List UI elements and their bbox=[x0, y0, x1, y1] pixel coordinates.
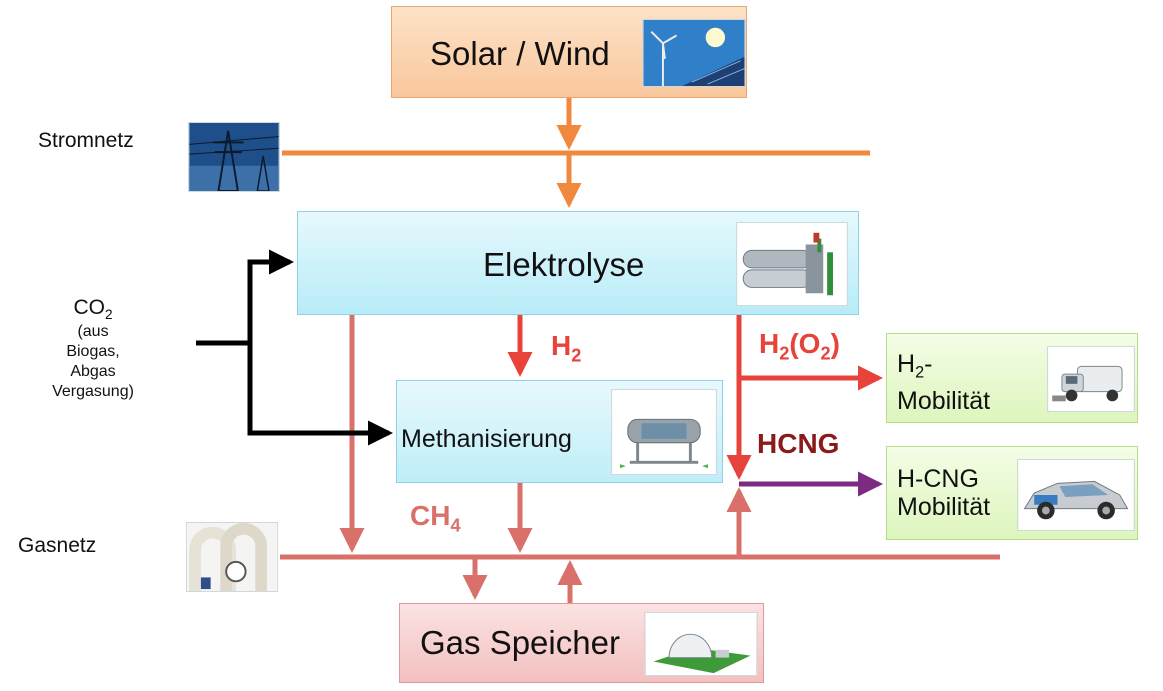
h2-mobilitaet-box: H2- Mobilität bbox=[886, 333, 1138, 423]
hcng-mobilitaet-label: H-CNG Mobilität bbox=[897, 465, 991, 521]
gas-speicher-box: Gas Speicher bbox=[399, 603, 764, 683]
solar-wind-box: Solar / Wind bbox=[391, 6, 747, 98]
power-pylon-picture bbox=[188, 122, 280, 192]
car-picture bbox=[1017, 459, 1135, 531]
co2-to-methanisierung-arrow bbox=[247, 343, 394, 446]
elektrolyse-picture bbox=[736, 222, 848, 306]
gas-speicher-picture bbox=[644, 612, 758, 676]
solar-wind-label: Solar / Wind bbox=[430, 35, 610, 72]
gasnetz-label: Gasnetz bbox=[18, 534, 97, 557]
elektrolyse-label: Elektrolyse bbox=[483, 246, 645, 283]
gas-speicher-label: Gas Speicher bbox=[420, 624, 620, 661]
methanisierung-label: Methanisierung bbox=[401, 425, 572, 453]
ch4-flow-label: CH4 bbox=[410, 500, 461, 536]
hcng-flow-label: HCNG bbox=[757, 428, 840, 459]
methanisierung-picture bbox=[611, 389, 717, 475]
co2-to-elektrolyse-arrow bbox=[247, 249, 295, 343]
stromnetz-label: Stromnetz bbox=[38, 129, 134, 152]
h2o2-flow-label: H2(O2) bbox=[759, 328, 840, 364]
elektrolyse-box: Elektrolyse bbox=[297, 211, 859, 315]
co2-source-label: CO2 (aus Biogas, Abgas Vergasung) bbox=[52, 296, 134, 400]
h2-mobilitaet-label: H2- Mobilität bbox=[897, 350, 991, 415]
hcng-mobilitaet-box: H-CNG Mobilität bbox=[886, 446, 1138, 540]
gas-pipe-picture bbox=[186, 522, 278, 592]
h2-flow-label: H2 bbox=[551, 330, 582, 366]
sweeper-vehicle-picture bbox=[1047, 346, 1135, 412]
solar-wind-picture bbox=[642, 19, 746, 87]
methanisierung-box: Methanisierung bbox=[396, 380, 723, 483]
